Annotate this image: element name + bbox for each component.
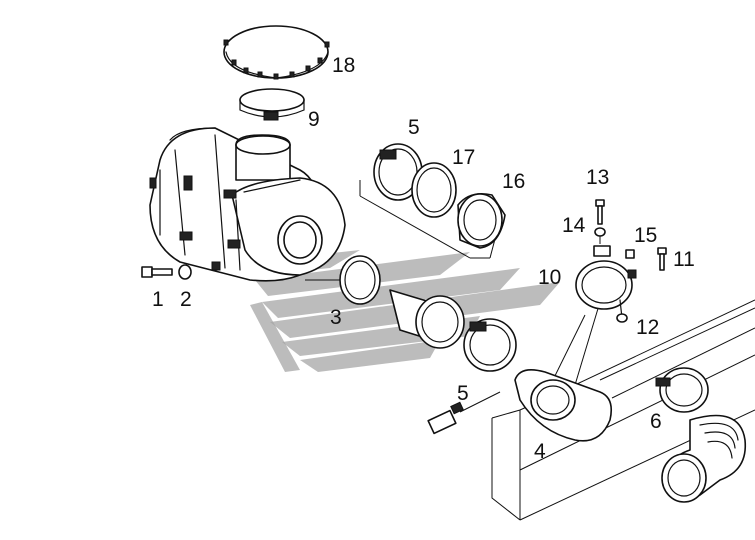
callout-15: 15 (634, 224, 657, 247)
part-18-cover (223, 25, 330, 80)
callout-18: 18 (332, 54, 355, 77)
callout-2: 2 (180, 288, 192, 311)
part-17-ring (411, 162, 457, 218)
callout-4: 4 (534, 440, 546, 463)
callout-5-lower: 5 (457, 382, 469, 405)
part-1-bolt (141, 266, 173, 278)
callout-6: 6 (650, 410, 662, 433)
part-5-clamp-upper (373, 143, 423, 201)
part-12-nut (616, 313, 628, 323)
part-14-washer (594, 227, 606, 237)
part-3-tube (339, 255, 465, 349)
part-11-bolt (657, 247, 667, 271)
callout-9: 9 (308, 108, 320, 131)
flex-hose (661, 414, 747, 503)
part-6-clamp (655, 367, 709, 413)
callout-1: 1 (152, 288, 164, 311)
callout-5-upper: 5 (408, 116, 420, 139)
air-filter-housing (149, 127, 346, 282)
part-9-clamp-ring (239, 88, 305, 121)
callout-11: 11 (673, 248, 695, 271)
part-13-bolt (595, 199, 605, 225)
part-5-clamp-lower (463, 318, 517, 372)
callout-10: 10 (538, 266, 561, 289)
callout-labels: 18 9 5 17 16 13 14 15 11 10 12 1 2 3 5 6… (152, 54, 695, 463)
part-15-nut (625, 249, 635, 259)
callout-3: 3 (330, 306, 342, 329)
sensor-fitting (427, 401, 464, 435)
frame-rails (491, 299, 755, 521)
callout-17: 17 (452, 146, 475, 169)
callout-16: 16 (502, 170, 525, 193)
part-16-sleeve (457, 192, 506, 249)
callout-12: 12 (636, 316, 659, 339)
callout-14: 14 (562, 214, 586, 237)
callout-13: 13 (586, 166, 609, 189)
part-10-bracket (575, 245, 637, 319)
part-4-elbow (514, 369, 613, 442)
part-2-washer (178, 264, 192, 280)
